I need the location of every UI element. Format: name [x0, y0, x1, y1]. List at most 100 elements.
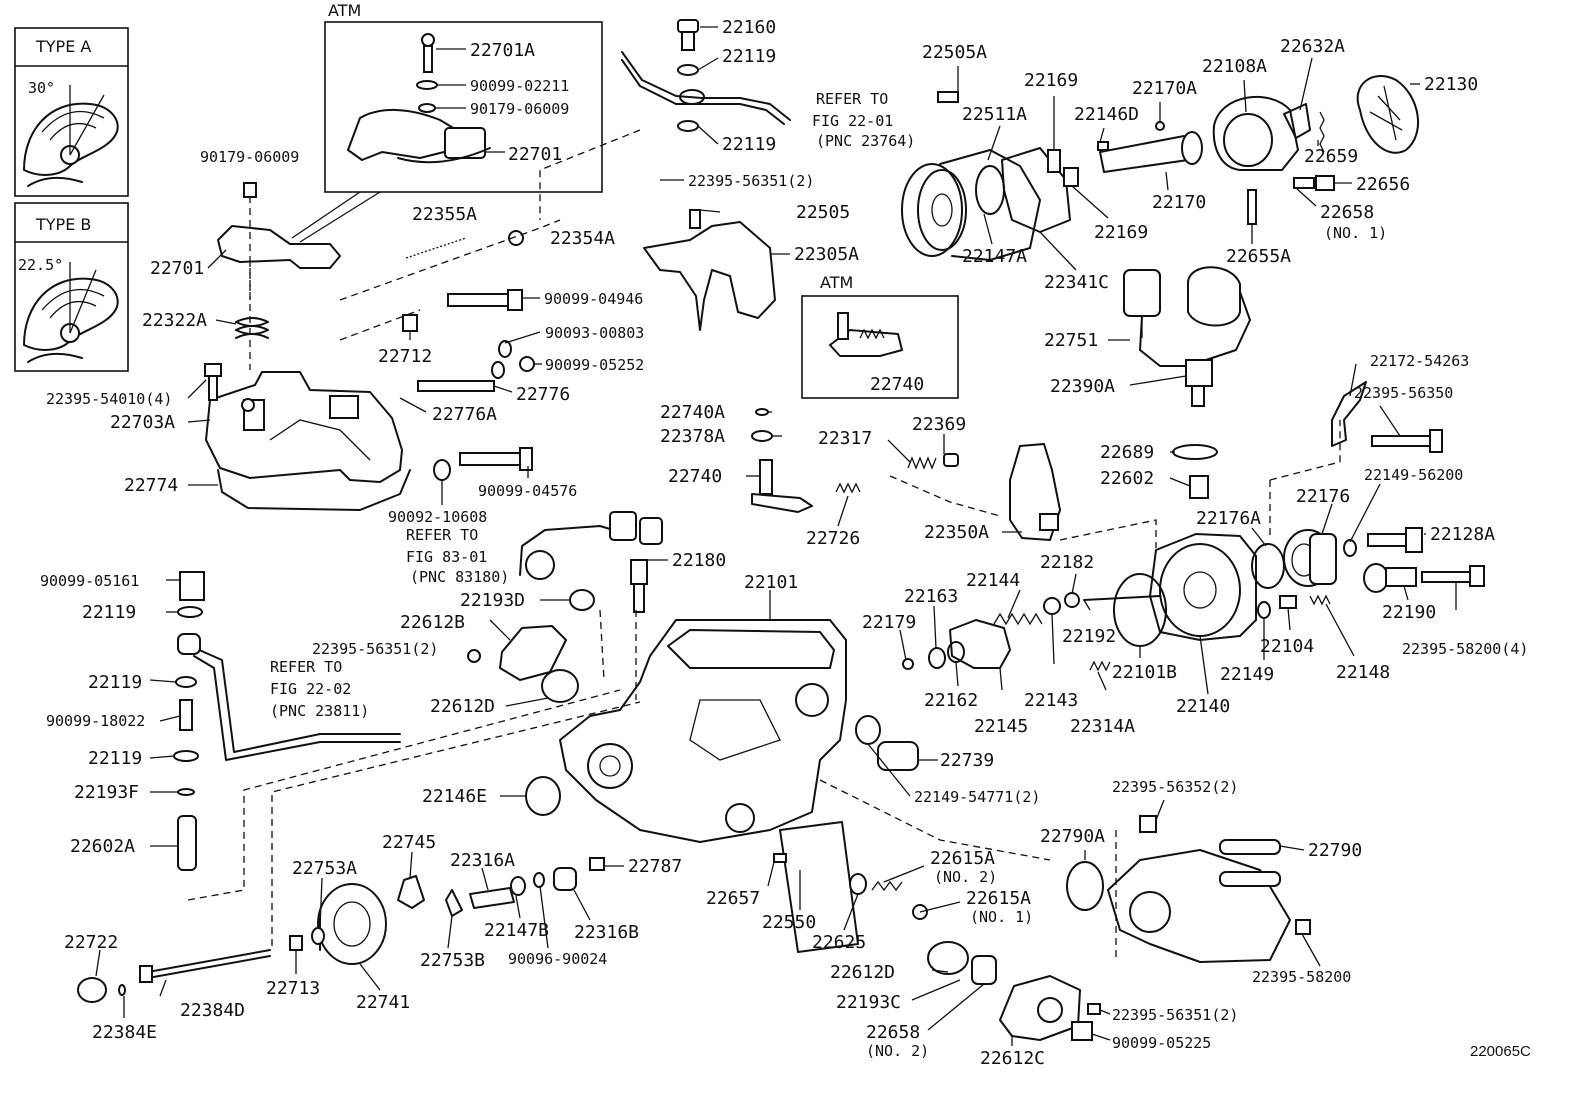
part-label: 22602 [1100, 468, 1154, 489]
part-label: 22395-56351(2) [1112, 1006, 1238, 1024]
part-label: 22182 [1040, 552, 1094, 573]
reference-note-line: (PNC 83180) [410, 568, 509, 586]
part-label: 22776A [432, 404, 497, 425]
part-label: 22612C [980, 1048, 1045, 1069]
assembly-dash-lines [187, 129, 1341, 960]
part-label: 22395-58200 [1252, 968, 1351, 986]
reference-note-line: REFER TO [406, 526, 478, 544]
part-label: 22145 [974, 716, 1028, 737]
part-label: (NO. 2) [934, 868, 997, 886]
part-label: 22146E [422, 786, 487, 807]
part-label: 22149-56200 [1364, 466, 1463, 484]
reference-note-line: (PNC 23764) [816, 132, 915, 150]
part-label: 22101 [744, 572, 798, 593]
atm-mid-title: ATM [820, 273, 853, 292]
part-label: 22384E [92, 1022, 157, 1043]
part-label: 90092-10608 [388, 508, 487, 526]
part-label: 22322A [142, 310, 207, 331]
part-label: 22119 [722, 134, 776, 155]
figure-code: 220065C [1470, 1043, 1531, 1060]
part-label: 22108A [1202, 56, 1267, 77]
part-illustrations [77, 19, 1485, 1041]
reference-note-line: FIG 22-02 [270, 680, 351, 698]
part-label: 90179-06009 [200, 148, 299, 166]
part-label: 22160 [722, 17, 776, 38]
reference-note-line: FIG 83-01 [406, 548, 487, 566]
part-label: 22712 [378, 346, 432, 367]
part-label: 22378A [660, 426, 725, 447]
part-label: 22162 [924, 690, 978, 711]
part-label: 22119 [88, 672, 142, 693]
part-label: 22350A [924, 522, 989, 543]
part-label: 22612B [400, 612, 465, 633]
part-label: 22179 [862, 612, 916, 633]
part-label: 22101B [1112, 662, 1177, 683]
part-label: 22395-58200(4) [1402, 640, 1528, 658]
part-label: 22146D [1074, 104, 1139, 125]
type-a-angle: 30° [28, 79, 55, 97]
type-b-angle: 22.5° [18, 256, 63, 274]
part-label: 22170 [1152, 192, 1206, 213]
atm-top-title: ATM [328, 1, 361, 20]
part-label: 22511A [962, 104, 1027, 125]
part-label: 22505 [796, 202, 850, 223]
part-label: 90099-04946 [544, 290, 643, 308]
part-label: 22657 [706, 888, 760, 909]
leader-lines [95, 26, 1457, 1046]
reference-note-line: (PNC 23811) [270, 702, 369, 720]
type-b-inset: TYPE B 22.5° [14, 202, 129, 372]
part-label: 22689 [1100, 442, 1154, 463]
part-label: 22726 [806, 528, 860, 549]
part-label: (NO. 1) [970, 908, 1033, 926]
part-label: 22180 [672, 550, 726, 571]
part-number-labels: 22701A 90099-02211 90179-06009 22701 901… [40, 17, 1528, 1069]
part-label: 22632A [1280, 36, 1345, 57]
part-label: 22176 [1296, 486, 1350, 507]
part-label: 22172-54263 [1370, 352, 1469, 370]
part-label: 22147B [484, 920, 549, 941]
part-label: 22739 [940, 750, 994, 771]
part-label: 90093-00803 [545, 324, 644, 342]
part-label: 22612D [830, 962, 895, 983]
part-label: 22192 [1062, 626, 1116, 647]
part-label: 22144 [966, 570, 1020, 591]
part-label: (NO. 1) [1324, 224, 1387, 242]
part-label: 22753B [420, 950, 485, 971]
part-label: 90099-04576 [478, 482, 577, 500]
part-label: 22305A [794, 244, 859, 265]
part-label: 22658 [866, 1022, 920, 1043]
part-label: 22751 [1044, 330, 1098, 351]
part-label: 22740A [660, 402, 725, 423]
part-label: 22119 [88, 748, 142, 769]
part-label: 22143 [1024, 690, 1078, 711]
part-label: 90099-05161 [40, 572, 139, 590]
part-label: 22130 [1424, 74, 1478, 95]
part-label: 22701A [470, 40, 535, 61]
part-label: 22341C [1044, 272, 1109, 293]
part-label: 90099-02211 [470, 77, 569, 95]
part-label: 22790 [1308, 840, 1362, 861]
part-label: 22119 [82, 602, 136, 623]
part-label: 22602A [70, 836, 135, 857]
part-label: 22658 [1320, 202, 1374, 223]
part-label: 22703A [110, 412, 175, 433]
part-label: 22395-56351(2) [312, 640, 438, 658]
type-a-title: TYPE A [35, 37, 91, 56]
reference-notes: REFER TO FIG 22-01 (PNC 23764) REFER TO … [270, 90, 915, 720]
part-label: 22787 [628, 856, 682, 877]
part-label: 22119 [722, 46, 776, 67]
part-label: 22140 [1176, 696, 1230, 717]
part-label: 22776 [516, 384, 570, 405]
part-label: 22384D [180, 1000, 245, 1021]
part-label: 22659 [1304, 146, 1358, 167]
part-label: 90099-18022 [46, 712, 145, 730]
reference-note-line: REFER TO [816, 90, 888, 108]
part-label: 22104 [1260, 636, 1314, 657]
part-label: 22193D [460, 590, 525, 611]
part-label: (NO. 2) [866, 1042, 929, 1060]
part-label: 22163 [904, 586, 958, 607]
part-label: 22701 [508, 144, 562, 165]
part-label: 22741 [356, 992, 410, 1013]
part-label: 22149 [1220, 664, 1274, 685]
